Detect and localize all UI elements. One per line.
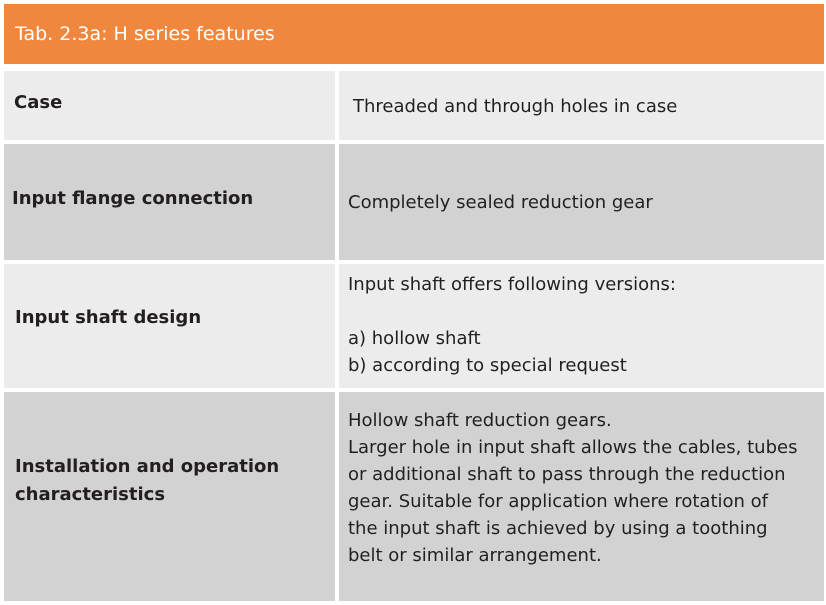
row-installation-line: gear. Suitable for application where rot…: [348, 491, 769, 512]
row-installation-value-cell: Hollow shaft reduction gears. Larger hol…: [339, 392, 824, 601]
row-installation-label: Installation and operation characteristi…: [15, 453, 279, 509]
row-case-value-cell: Threaded and through holes in case: [339, 71, 824, 140]
row-input-shaft-label-cell: Input shaft design: [4, 264, 335, 388]
row-input-flange-value: Completely sealed reduction gear: [348, 192, 653, 213]
row-installation-value: Hollow shaft reduction gears. Larger hol…: [348, 407, 797, 569]
table-title: Tab. 2.3a: H series features: [15, 23, 275, 45]
row-installation-line: Larger hole in input shaft allows the ca…: [348, 437, 798, 458]
row-input-flange-label-cell: Input flange connection: [4, 144, 335, 260]
row-input-shaft-line: Input shaft offers following versions:: [348, 274, 676, 295]
row-case-label: Case: [14, 92, 63, 113]
row-input-flange-label: Input flange connection: [12, 188, 254, 209]
row-input-shaft-spacer: [348, 298, 676, 325]
row-installation-line: Hollow shaft reduction gears.: [348, 410, 612, 431]
row-input-shaft-line: a) hollow shaft: [348, 328, 481, 349]
row-installation-label-line: characteristics: [15, 484, 166, 505]
row-input-shaft-value: Input shaft offers following versions: a…: [348, 271, 676, 379]
row-case-label-cell: Case: [4, 71, 335, 140]
table-title-bar: Tab. 2.3a: H series features: [4, 4, 824, 64]
row-installation-line: belt or similar arrangement.: [348, 545, 602, 566]
row-input-shaft-label: Input shaft design: [15, 307, 202, 328]
row-installation-label-cell: Installation and operation characteristi…: [4, 392, 335, 601]
row-installation-line: or additional shaft to pass through the …: [348, 464, 786, 485]
row-case-value: Threaded and through holes in case: [353, 96, 678, 117]
row-input-shaft-line: b) according to special request: [348, 355, 627, 376]
row-input-shaft-value-cell: Input shaft offers following versions: a…: [339, 264, 824, 388]
row-installation-line: the input shaft is achieved by using a t…: [348, 518, 768, 539]
row-installation-label-line: Installation and operation: [15, 456, 280, 477]
row-input-flange-value-cell: Completely sealed reduction gear: [339, 144, 824, 260]
